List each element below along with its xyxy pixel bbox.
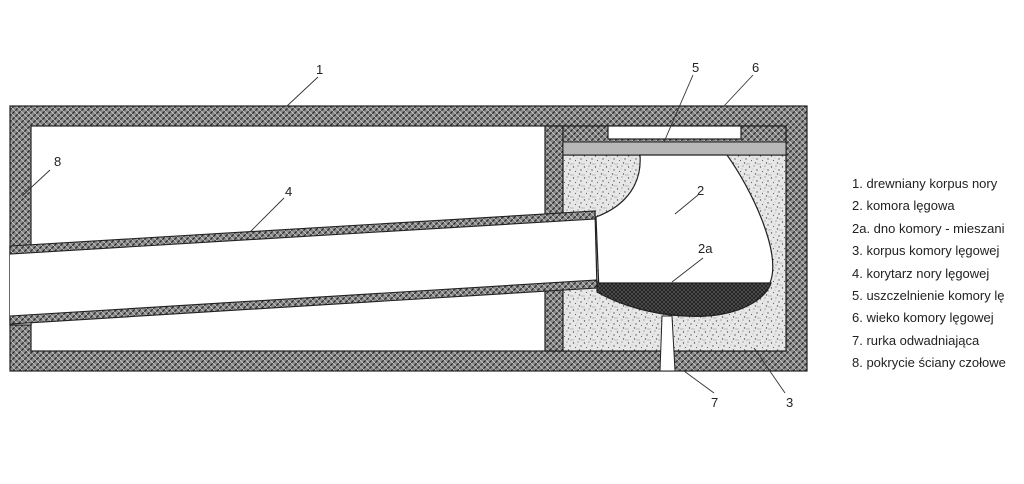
callout-1: 1 [316,62,323,77]
legend-item: 4. korytarz nory lęgowej [852,265,990,281]
callout-4: 4 [285,184,292,199]
legend-item: 8. pokrycie ściany czołowe [852,355,1006,371]
legend-item: 2. komora lęgowa [852,198,955,214]
callout-7: 7 [711,395,718,410]
callout-8: 8 [54,154,61,169]
nest-chamber-lid [562,125,787,156]
burrow-corridor [9,210,598,325]
callout-5: 5 [692,60,699,75]
callout-2a: 2a [698,241,713,256]
legend-item: 2a. dno komory - mieszani [852,220,1005,236]
drainage-tube [659,315,676,372]
nest-chamber-floor [596,282,772,317]
callout-2: 2 [697,183,704,198]
leader-lines [21,74,786,394]
legend-item: 7. rurka odwadniająca [852,332,980,348]
callout-3: 3 [786,395,793,410]
legend-item: 6. wieko komory lęgowej [852,310,994,326]
legend: 1. drewniany korpus nory 2. komora lęgow… [852,173,1006,375]
callout-6: 6 [752,60,759,75]
legend-item: 3. korpus komory lęgowej [852,243,1000,259]
legend-item: 5. uszczelnienie komory lę [852,287,1005,303]
legend-item: 1. drewniany korpus nory [852,176,998,191]
